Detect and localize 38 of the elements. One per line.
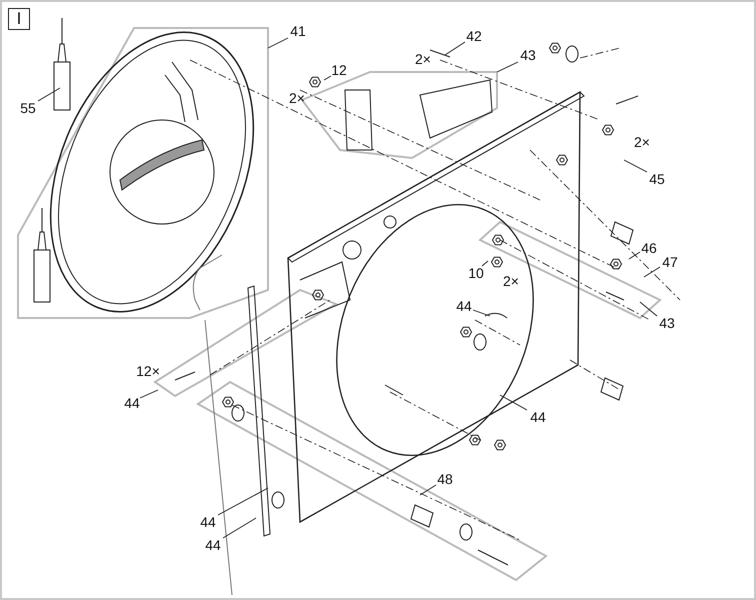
- leader-line: [500, 394, 528, 410]
- leader-line: [222, 518, 256, 538]
- quantity-label: 2×: [634, 134, 650, 150]
- quantity-label: 2×: [289, 90, 305, 106]
- callout-number: 47: [662, 254, 678, 270]
- callout-number: 42: [466, 28, 482, 44]
- callout-number: 44: [456, 298, 472, 314]
- quantity-label: 2×: [415, 51, 431, 67]
- leader-line: [218, 488, 268, 516]
- leader-line: [420, 484, 436, 496]
- callout-number: 44: [205, 537, 221, 553]
- callout-number: 44: [124, 395, 140, 411]
- callout-number: 48: [437, 471, 453, 487]
- quantity-label: 12×: [136, 363, 160, 379]
- leader-line: [38, 88, 60, 102]
- callout-number: 12: [331, 62, 347, 78]
- callout-number: 45: [649, 171, 665, 187]
- callout-number: 55: [20, 100, 36, 116]
- callout-number: 44: [530, 409, 546, 425]
- leader-line: [324, 76, 332, 80]
- callout-number: 10: [468, 265, 484, 281]
- callout-number: 43: [659, 315, 675, 331]
- callout-number: 43: [520, 47, 536, 63]
- leader-line: [444, 42, 466, 56]
- leader-line: [640, 302, 658, 316]
- leader-line: [644, 266, 660, 278]
- leader-line: [628, 252, 640, 260]
- callout-number: 44: [200, 514, 216, 530]
- quantity-label: 2×: [503, 273, 519, 289]
- section-label: I: [8, 8, 30, 30]
- leader-line: [268, 38, 288, 48]
- callout-number: 46: [641, 240, 657, 256]
- leader-line: [140, 390, 158, 398]
- leader-line: [472, 310, 490, 316]
- leader-line: [482, 260, 488, 266]
- leader-line: [624, 160, 648, 172]
- callout-number: 41: [290, 23, 306, 39]
- leader-line: [496, 62, 518, 72]
